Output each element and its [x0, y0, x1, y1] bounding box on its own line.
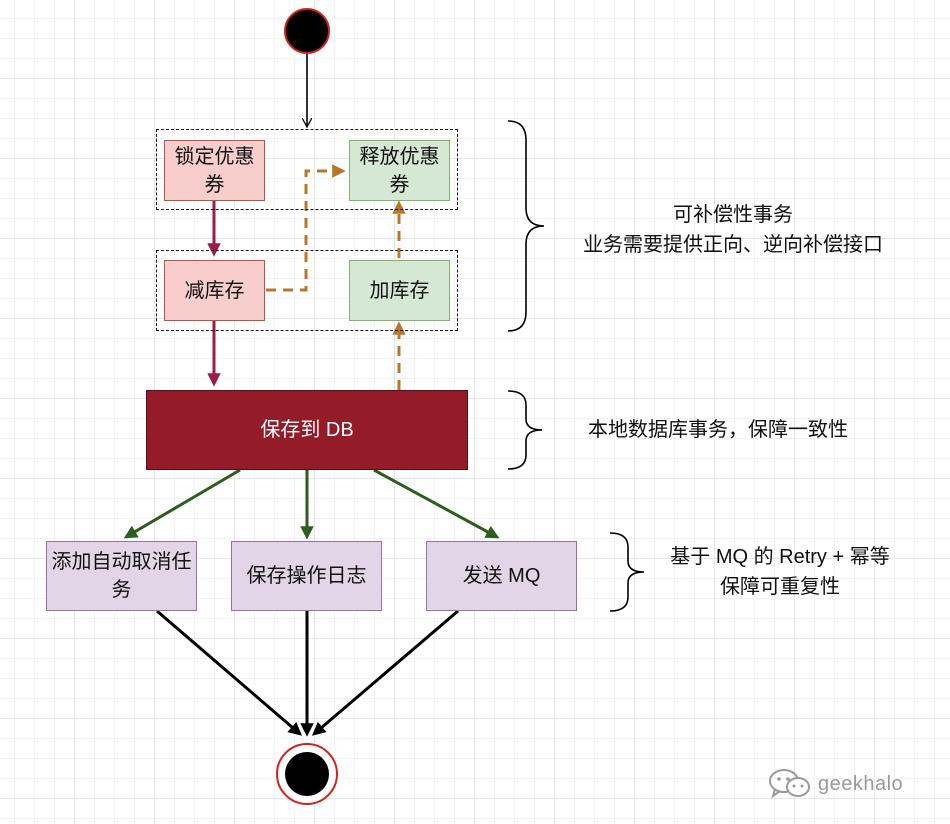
local-tx-brace: [507, 390, 543, 470]
coupon-group: [156, 129, 458, 210]
db-to-mq-arrow: [373, 468, 500, 539]
start-node: [284, 8, 330, 54]
reduce-stock-label: 减库存: [184, 279, 245, 302]
lock-coupon-label: 锁定优惠券: [174, 145, 255, 196]
send-mq-label: 发送 MQ: [462, 565, 541, 587]
cancel-task-to-end-arrow: [156, 609, 303, 736]
save-db-node[interactable]: 保存到 DB: [146, 390, 468, 470]
mq-retry-brace: [609, 532, 645, 612]
compensation-brace: [507, 120, 545, 332]
send-mq-node[interactable]: 发送 MQ: [426, 541, 577, 611]
save-log-label: 保存操作日志: [246, 565, 367, 587]
reduce-stock-node[interactable]: 减库存: [164, 260, 265, 321]
end-node-core: [285, 752, 329, 796]
save-db-label: 保存到 DB: [260, 419, 354, 441]
compensation-note-line-2: 业务需要提供正向、逆向补偿接口: [583, 234, 883, 256]
save-log-node[interactable]: 保存操作日志: [231, 541, 382, 611]
mq-retry-note-line-1: 基于 MQ 的 Retry + 幂等: [670, 546, 890, 568]
stock-group: [156, 250, 458, 331]
add-stock-label: 加库存: [369, 279, 430, 302]
local-tx-note-text: 本地数据库事务，保障一致性: [588, 419, 848, 441]
local-tx-note: 本地数据库事务，保障一致性: [548, 415, 888, 445]
watermark: geekhalo: [768, 768, 903, 800]
lock-coupon-node[interactable]: 锁定优惠券: [164, 140, 265, 201]
release-coupon-label: 释放优惠券: [359, 145, 440, 196]
release-coupon-node[interactable]: 释放优惠券: [349, 140, 450, 201]
db-to-cancel-task-arrow: [123, 468, 241, 539]
add-stock-node[interactable]: 加库存: [349, 260, 450, 321]
watermark-text: geekhalo: [818, 772, 904, 795]
add-cancel-task-label: 添加自动取消任务: [51, 551, 192, 601]
mq-to-end-arrow: [311, 609, 459, 736]
compensation-note-line-1: 可补偿性事务: [673, 204, 793, 226]
wechat-icon: [769, 769, 810, 799]
add-cancel-task-node[interactable]: 添加自动取消任务: [46, 541, 197, 611]
compensation-note: 可补偿性事务 业务需要提供正向、逆向补偿接口: [548, 200, 918, 260]
mq-retry-note-line-2: 保障可重复性: [720, 576, 840, 598]
mq-retry-note: 基于 MQ 的 Retry + 幂等 保障可重复性: [640, 542, 920, 602]
reduce-to-release-arrow: [266, 164, 346, 292]
